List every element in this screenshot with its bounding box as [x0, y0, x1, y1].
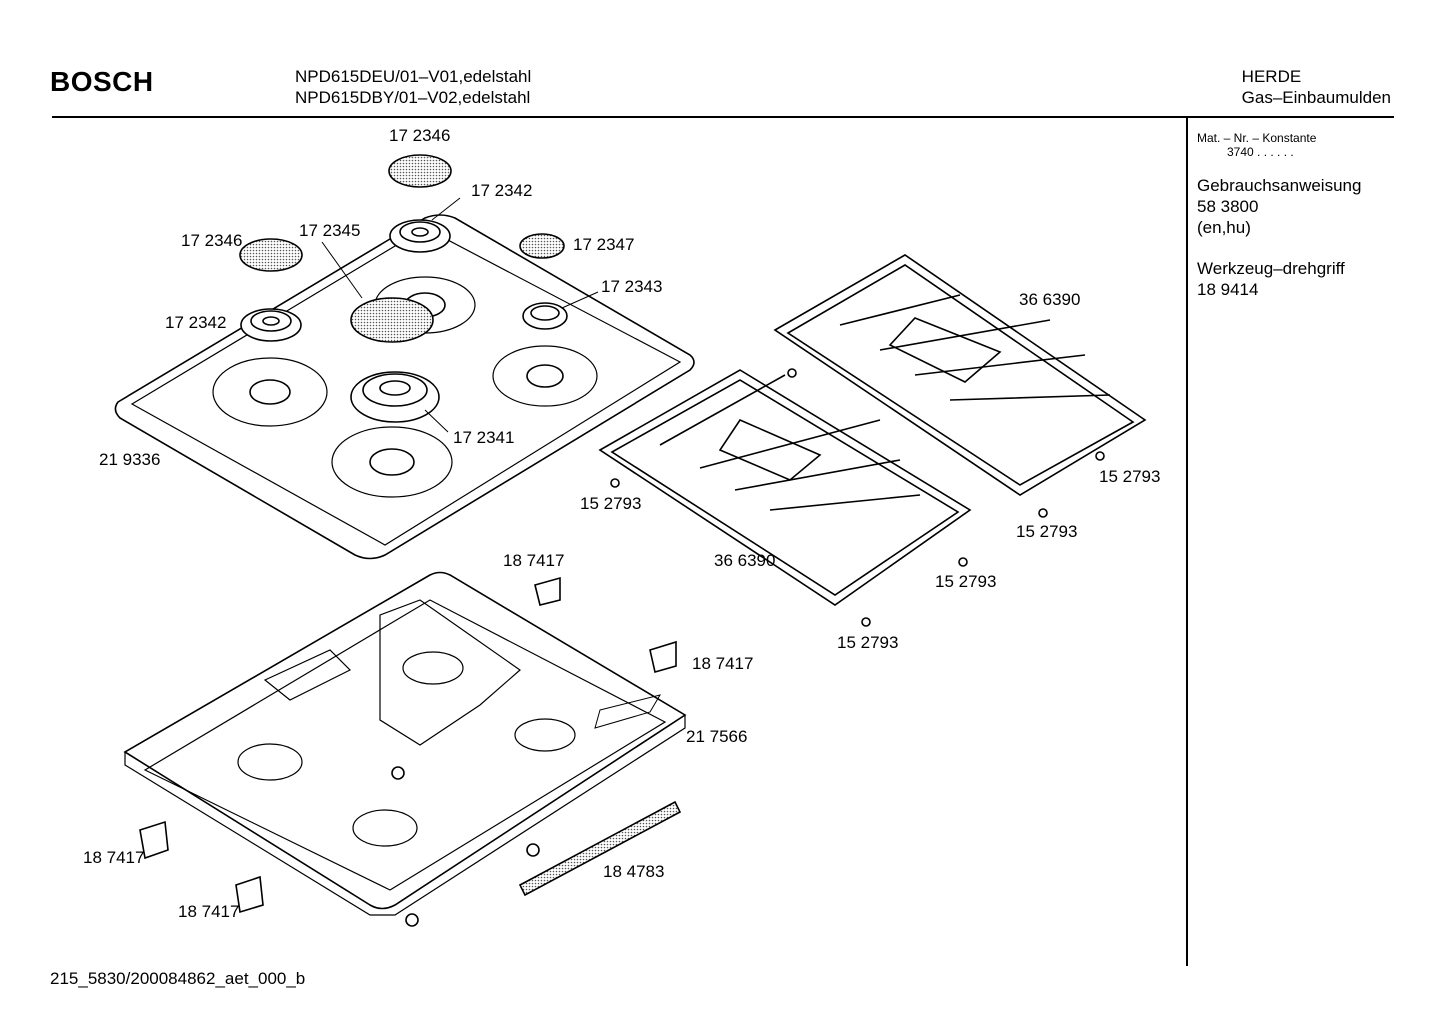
header-rule [52, 116, 1394, 118]
burner-top [389, 219, 451, 253]
clip-2 [649, 640, 677, 674]
rubber-foot-2 [787, 368, 797, 378]
part-label-foot-d: 15 2793 [935, 572, 997, 591]
manual-langs: (en,hu) [1197, 218, 1251, 237]
manual-title: Gebrauchsanweisung [1197, 176, 1362, 195]
part-label-foot-b: 15 2793 [580, 494, 642, 513]
part-label-pan-support-front: 36 6390 [714, 551, 776, 570]
model-list: NPD615DEU/01–V01,edelstahl NPD615DBY/01–… [295, 66, 531, 108]
part-label-burner-small: 17 2343 [601, 277, 663, 296]
exploded-view-drawing [114, 154, 1147, 927]
part-label-seal-strip: 18 4783 [603, 862, 665, 881]
part-label-clip-c: 18 7417 [83, 848, 145, 867]
part-label-clip-a: 18 7417 [503, 551, 565, 570]
seal-strip [518, 800, 682, 897]
bottom-tray [123, 571, 687, 916]
rubber-foot-4 [1038, 508, 1048, 518]
burner-small [522, 302, 568, 330]
part-label-hob-plate: 21 9336 [99, 450, 161, 469]
category-subtitle: Gas–Einbaumulden [1241, 88, 1391, 107]
brand-logo: BOSCH [50, 66, 154, 97]
part-label-burner-left: 17 2342 [165, 313, 227, 332]
burner-wok [350, 371, 440, 423]
tray-foot-2 [405, 913, 419, 927]
burner-cap-right-small [519, 233, 565, 259]
mat-label: Mat. – Nr. – Konstante [1197, 131, 1317, 145]
clip-1 [534, 576, 561, 606]
burner-cap-left [239, 238, 303, 272]
mat-value: 3740 . . . . . . [1227, 145, 1294, 159]
part-label-clip-d: 18 7417 [178, 902, 240, 921]
part-label-pan-support-rear: 36 6390 [1019, 290, 1081, 309]
tool-title: Werkzeug–drehgriff [1197, 259, 1345, 278]
part-label-burner-cap-small: 17 2347 [573, 235, 635, 254]
part-label-clip-b: 18 7417 [692, 654, 754, 673]
part-label-foot-c: 15 2793 [1016, 522, 1078, 541]
manual-number: 58 3800 [1197, 197, 1259, 216]
rubber-foot-1 [610, 478, 620, 488]
sidebar-rule [1186, 118, 1188, 966]
part-label-burner-cap-center: 17 2345 [299, 221, 361, 240]
model-line-1: NPD615DEU/01–V01,edelstahl [295, 67, 532, 86]
pan-support-front [598, 369, 972, 606]
rubber-foot-6 [861, 617, 871, 627]
part-label-bottom-tray: 21 7566 [686, 727, 748, 746]
category-block: HERDE Gas–Einbaumulden [1242, 66, 1391, 108]
part-label-foot-e: 15 2793 [837, 633, 899, 652]
rubber-foot-3 [1095, 451, 1105, 461]
part-label-burner-cap-left: 17 2346 [181, 231, 243, 250]
burner-cap-center [350, 297, 434, 343]
part-label-foot-a: 15 2793 [1099, 467, 1161, 486]
model-line-2: NPD615DBY/01–V02,edelstahl [295, 88, 531, 107]
clip-3 [139, 820, 169, 860]
part-label-burner-cap-top: 17 2346 [389, 126, 451, 145]
tool-number: 18 9414 [1197, 280, 1259, 299]
pan-support-rear [773, 254, 1147, 496]
sidebar: Mat. – Nr. – Konstante 3740 . . . . . . … [1197, 131, 1361, 300]
tray-foot-1 [526, 843, 540, 857]
category-title: HERDE [1241, 67, 1302, 86]
part-label-burner-top: 17 2342 [471, 181, 533, 200]
document-code: 215_5830/200084862_aet_000_b [50, 969, 306, 988]
hob-top-plate [114, 214, 695, 560]
burner-cap-large-top [388, 154, 452, 188]
rubber-foot-5 [958, 557, 968, 567]
part-label-burner-wok: 17 2341 [453, 428, 515, 447]
clip-4 [235, 875, 264, 914]
burner-left [240, 308, 302, 342]
